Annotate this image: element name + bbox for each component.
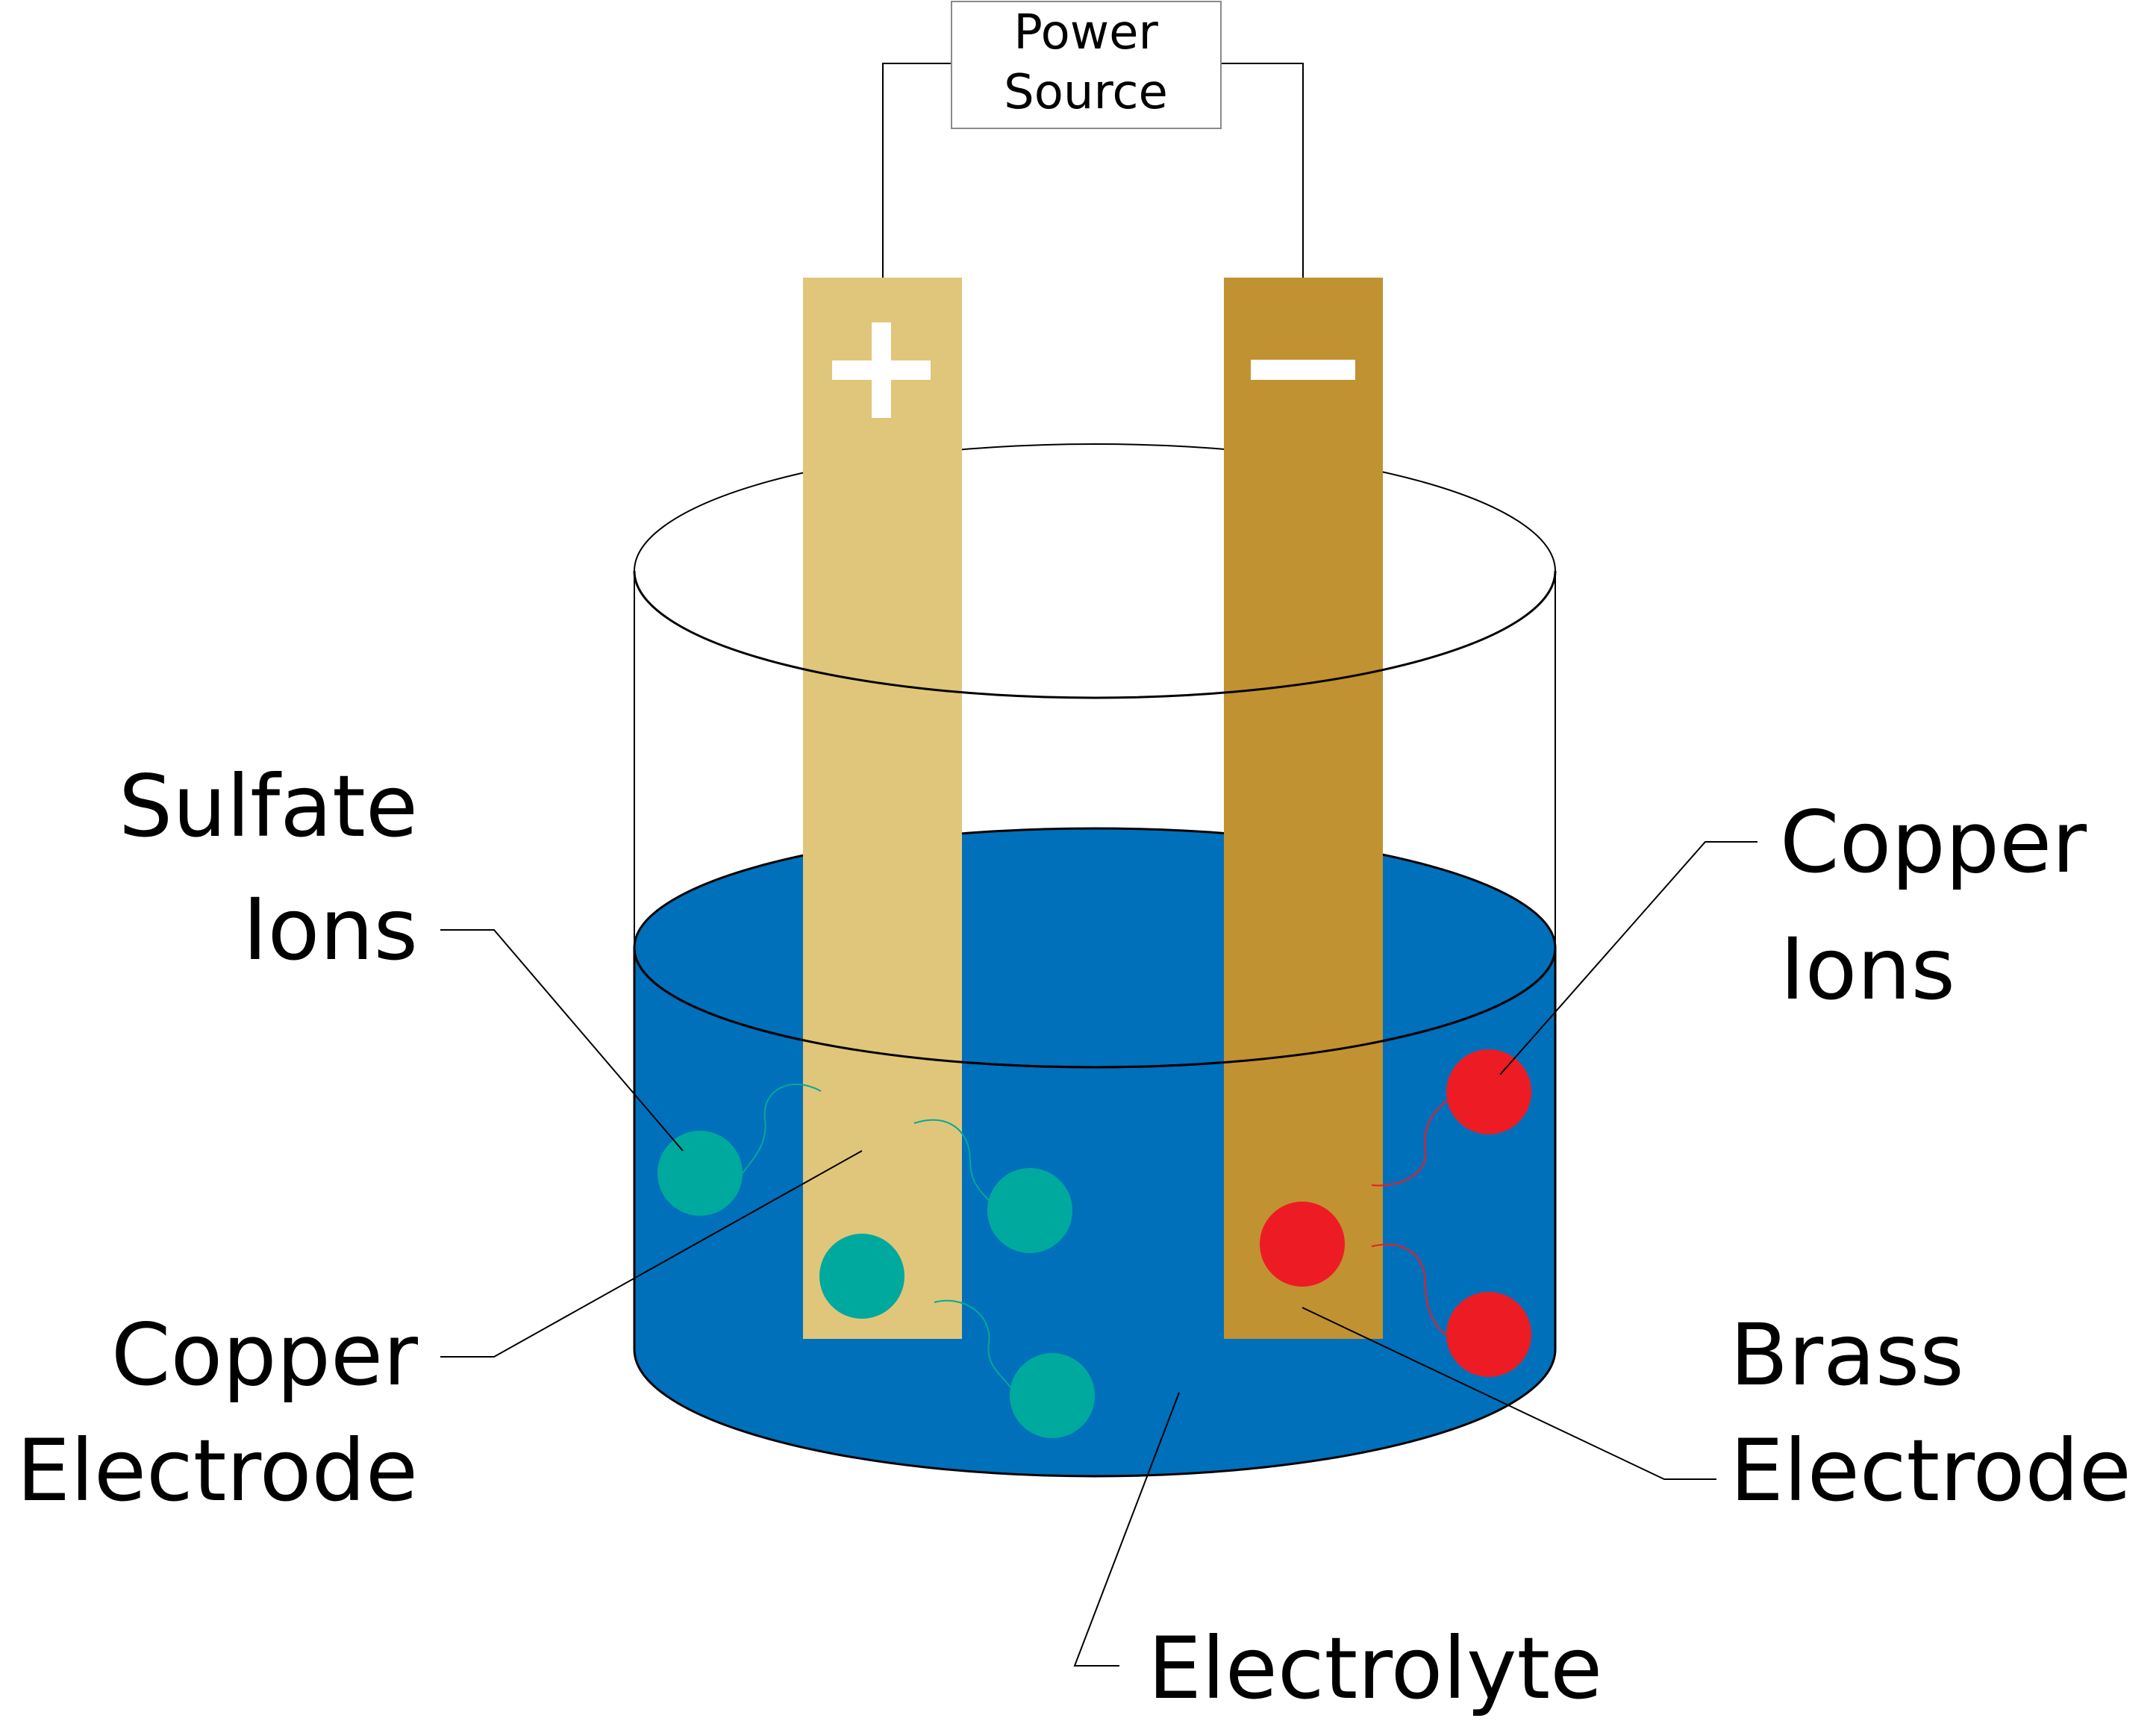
leader-sulfate-ions: [440, 929, 684, 1152]
label-brass-electrode-line1: Brass: [1730, 1305, 1964, 1405]
brass-electrode: [1224, 278, 1383, 1339]
minus-sign: [1251, 360, 1355, 380]
electrolyte-surface-front: [633, 947, 1557, 1069]
copper-ions: [1260, 1049, 1531, 1377]
sulfate-ion: [819, 1234, 904, 1319]
leader-electrolyte: [1073, 1392, 1180, 1667]
plus-sign-vertical: [872, 322, 891, 418]
copper-ion-trail: [1371, 1243, 1449, 1337]
sulfate-ion: [1010, 1353, 1095, 1438]
electrolyte-surface: [633, 827, 1557, 1069]
label-sulfate-ions-line2: Ions: [243, 880, 418, 979]
label-copper-ions: Copper Ions: [1780, 793, 2087, 1019]
wire-negative: [1221, 63, 1304, 278]
label-copper-ions-line2: Ions: [1780, 919, 1955, 1019]
sulfate-ion: [657, 1131, 743, 1216]
sulfate-ion-trail: [738, 1084, 822, 1180]
power-source: Power Source: [951, 1, 1222, 129]
beaker-rim-back: [634, 443, 1556, 572]
sulfate-ions: [657, 1084, 1095, 1438]
copper-ion: [1260, 1202, 1345, 1287]
copper-electrode: [803, 278, 962, 1339]
wire-positive: [882, 63, 952, 278]
label-copper-electrode-line2: Electrode: [16, 1421, 418, 1520]
label-copper-electrode: Copper Electrode: [16, 1305, 418, 1520]
label-sulfate-ions-line1: Sulfate: [119, 757, 418, 856]
leader-brass-electrode: [1302, 1307, 1716, 1480]
label-sulfate-ions: Sulfate Ions: [119, 757, 418, 979]
beaker-rim-front: [633, 570, 1557, 699]
electrolyte: [633, 827, 1557, 1478]
power-source-label-line1: Power: [1013, 5, 1158, 60]
copper-ion: [1446, 1049, 1531, 1134]
leader-copper-ions: [1499, 841, 1757, 1075]
sulfate-ion-trail: [934, 1299, 1012, 1389]
copper-ion: [1446, 1292, 1531, 1377]
label-brass-electrode: Brass Electrode: [1730, 1305, 2131, 1520]
copper-ion-trail: [1371, 1096, 1452, 1187]
label-copper-ions-line1: Copper: [1780, 793, 2087, 892]
leader-copper-electrode: [440, 1150, 863, 1358]
label-electrolyte: Electrolyte: [1148, 1619, 1602, 1718]
power-source-label-line2: Source: [1004, 65, 1168, 120]
sulfate-ion-trail: [913, 1119, 993, 1206]
label-copper-electrode-line1: Copper: [111, 1305, 418, 1405]
label-brass-electrode-line2: Electrode: [1730, 1421, 2131, 1520]
sulfate-ion: [987, 1168, 1072, 1253]
